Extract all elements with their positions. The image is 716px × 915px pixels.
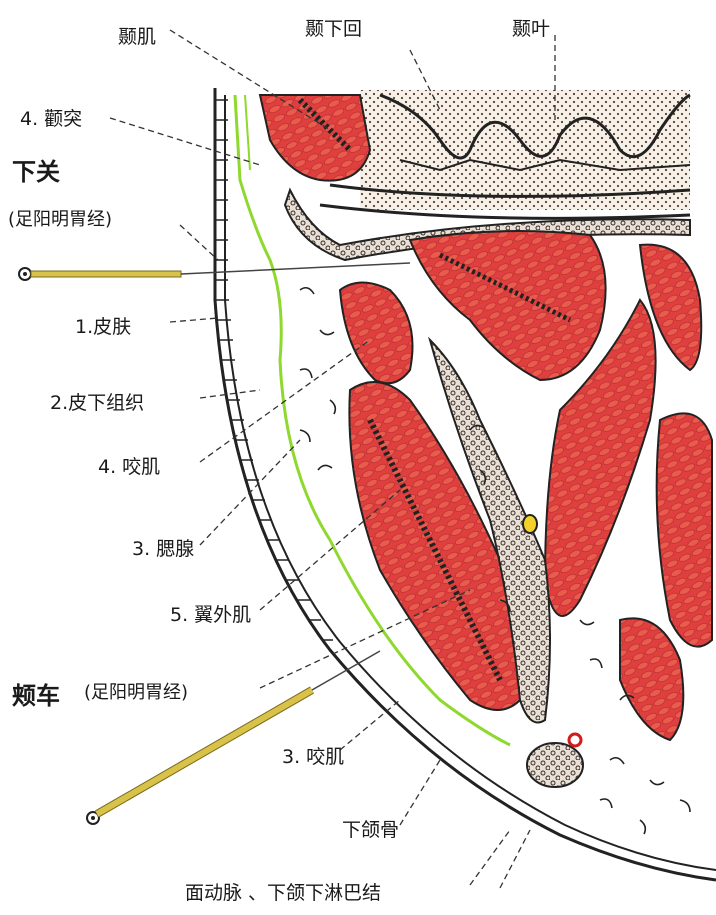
label-skin: 1.皮肤 [75,312,131,339]
parotid-upper [340,283,413,384]
label-masseter-lower: 3. 咬肌 [282,742,344,769]
label-temporal-lobe: 颞叶 [512,14,550,41]
label-masseter-upper: 4. 咬肌 [98,452,160,479]
label-temporalis: 颞肌 [118,22,156,49]
label-lateral-pterygoid: 5. 翼外肌 [170,600,251,627]
lymph-node [527,743,583,787]
label-facial-artery-lymph: 面动脉 、下颌下淋巴结 [185,878,381,905]
temporal-lobe-region [320,90,690,218]
label-parotid: 3. 腮腺 [132,534,194,561]
label-xiaguan-meridian: (足阳明胃经) [8,205,112,231]
label-mandible: 下颌骨 [342,815,399,842]
label-zygomatic-process: 4. 颧突 [20,104,82,131]
temporalis-muscle [260,95,370,181]
facial-artery [569,734,581,746]
label-jiache-meridian: (足阳明胃经) [84,678,188,704]
jiache-needle [87,651,380,824]
label-inferior-temporal-gyrus: 颞下回 [305,14,362,41]
mandibular-canal [523,515,537,533]
label-subcutaneous: 2.皮下组织 [50,388,144,415]
label-xiaguan: 下关 [12,152,60,187]
label-jiache: 颊车 [12,676,60,711]
